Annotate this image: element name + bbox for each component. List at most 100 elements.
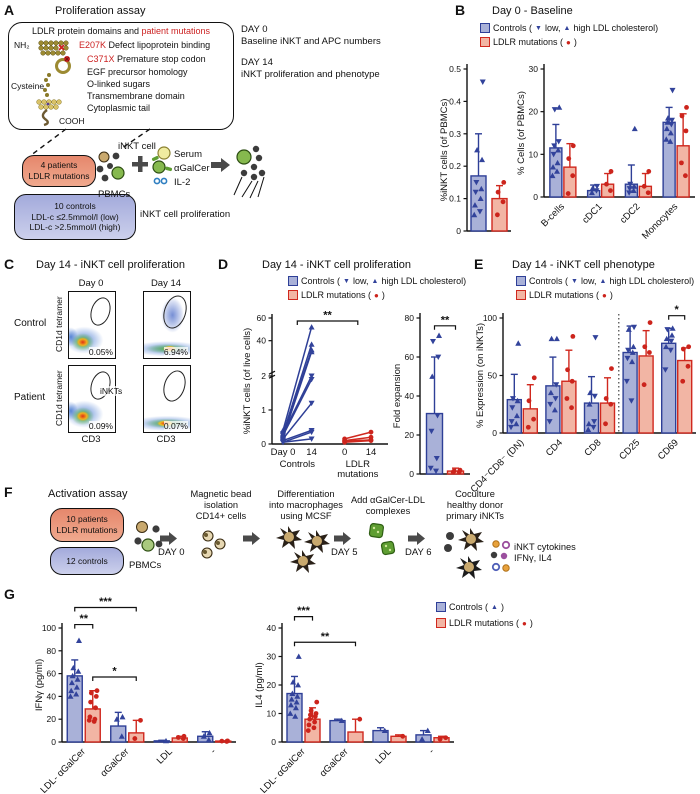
svg-text:40: 40	[267, 623, 277, 633]
svg-text:**: **	[79, 613, 88, 625]
culture-mix-icon	[151, 146, 173, 185]
day0-description: DAY 0 Baseline iNKT and APC numbers	[241, 24, 381, 48]
svg-text:Monocytes: Monocytes	[640, 201, 680, 241]
svg-text:αGalCer: αGalCer	[98, 746, 131, 779]
panel-g-label: G	[4, 586, 15, 602]
mutations-swatch	[288, 290, 298, 300]
controls-swatch	[516, 276, 526, 286]
svg-text:30: 30	[267, 652, 277, 662]
row-label-control: Control	[14, 318, 47, 329]
mutations-swatch	[516, 290, 526, 300]
svg-text:80: 80	[405, 313, 415, 323]
flow-plot-control-day14: 6.94%	[143, 291, 191, 359]
triangle-down-icon: ▼	[535, 24, 542, 32]
f-step2-text: Differentiation into macrophages using M…	[269, 489, 343, 521]
svg-text:αGalCer: αGalCer	[318, 746, 351, 779]
panel-d-label: D	[218, 256, 229, 272]
arrow-icon	[408, 532, 425, 545]
svg-text:20: 20	[529, 107, 539, 117]
triangle-up-icon: ▲	[563, 24, 571, 32]
cd3-xlabel-right: CD3	[156, 434, 176, 445]
mutations-swatch	[436, 618, 446, 628]
f-day6-label: DAY 6	[405, 547, 432, 558]
mutation-row-1: E207K Defect lipoprotein binding	[79, 40, 211, 50]
f-controls-box: 12 controls	[50, 547, 124, 575]
col-header-day14: Day 14	[150, 278, 182, 289]
f-day0-label: DAY 0	[158, 547, 185, 558]
proliferation-label: iNKT cell proliferation	[140, 209, 231, 220]
svg-text:20: 20	[47, 714, 57, 724]
svg-text:LDL- αGalCer: LDL- αGalCer	[38, 746, 87, 794]
svg-text:CD69: CD69	[656, 437, 681, 462]
arrow-icon	[334, 532, 351, 545]
f-pbmcs-label: PBMCs	[129, 560, 162, 571]
ldlr-protein-icon	[36, 40, 71, 127]
agalcer-label: αGalCer	[174, 163, 210, 174]
dashed-connectors	[29, 128, 151, 157]
flow-ylabel-bottom: CD1d tetramer	[54, 370, 64, 426]
arrow-icon	[160, 532, 177, 545]
svg-text:0.3: 0.3	[449, 129, 461, 139]
inkt-gate	[86, 294, 115, 329]
svg-text:*: *	[675, 304, 680, 316]
row-label-patient: Patient	[14, 392, 46, 403]
svg-text:60: 60	[47, 669, 57, 679]
panel-b-label: B	[455, 2, 466, 18]
flow-plot-control-day0: 0.05%	[68, 291, 116, 359]
panel-a-label: A	[4, 2, 15, 18]
svg-text:CD4: CD4	[544, 437, 565, 458]
mutation-row-2: C371X Premature stop codon	[87, 54, 206, 64]
flow-plot-patient-day0: 0.09%	[68, 365, 116, 433]
dot-icon: ●	[602, 290, 607, 300]
f-step4-text: Coculture healthy donor primary iNKTs	[446, 489, 504, 521]
ldlr-box-heading: LDLR protein domains and patient mutatio…	[31, 26, 211, 36]
svg-text:%iNKT cells (of PBMCs): %iNKT cells (of PBMCs)	[439, 99, 450, 202]
svg-text:80: 80	[47, 646, 57, 656]
svg-text:10: 10	[529, 149, 539, 159]
svg-text:0: 0	[261, 439, 266, 449]
svg-text:CD8: CD8	[582, 437, 603, 458]
inkt-cell-label: iNKT cell	[118, 141, 156, 152]
domain-row-5: Transmembrane domain	[87, 91, 185, 101]
svg-text:%iNKT cells (of live cells): %iNKT cells (of live cells)	[242, 328, 253, 434]
svg-text:40: 40	[405, 391, 415, 401]
proliferation-cluster-icon	[233, 145, 266, 199]
svg-text:CD4⁻CD8⁻ (DN): CD4⁻CD8⁻ (DN)	[469, 437, 527, 495]
svg-text:% Expression (on iNKTs): % Expression (on iNKTs)	[475, 323, 486, 428]
cytokine-dots-icon	[490, 540, 511, 572]
f-step3-text: Add αGalCer-LDL complexes	[350, 495, 426, 516]
pbmcs-label: PBMCs	[98, 189, 131, 200]
svg-text:0: 0	[456, 226, 461, 236]
legend-mutations-b: LDLR mutations (●)	[480, 37, 577, 47]
svg-text:0.1: 0.1	[449, 194, 461, 204]
cd3-xlabel-left: CD3	[81, 434, 101, 445]
svg-text:0: 0	[409, 469, 414, 479]
svg-text:0: 0	[271, 737, 276, 747]
svg-text:30: 30	[529, 64, 539, 74]
domain-row-4: O-linked sugars	[87, 79, 151, 89]
panel-f-title: Activation assay	[48, 488, 128, 500]
svg-text:0: 0	[342, 447, 347, 458]
panel-c-label: C	[4, 256, 15, 272]
svg-text:-: -	[208, 746, 218, 756]
svg-text:100: 100	[42, 623, 56, 633]
panel-b-title: Day 0 - Baseline	[492, 5, 573, 17]
svg-text:mutations: mutations	[337, 469, 378, 480]
f-pbmc-cluster-icon	[134, 521, 163, 552]
mutations-swatch	[480, 37, 490, 47]
plus-icon	[132, 156, 148, 172]
svg-text:**: **	[441, 314, 450, 326]
col-header-day0: Day 0	[78, 278, 104, 289]
patients-box: 4 patients LDLR mutations	[22, 155, 96, 187]
svg-text:100: 100	[483, 313, 497, 323]
flow-plot-patient-day14: 0.07%	[143, 365, 191, 433]
pbmc-cluster-icon	[96, 151, 125, 182]
svg-text:**: **	[323, 310, 332, 322]
svg-text:IFNγ (pg/ml): IFNγ (pg/ml)	[34, 659, 45, 711]
controls-swatch	[480, 23, 490, 33]
